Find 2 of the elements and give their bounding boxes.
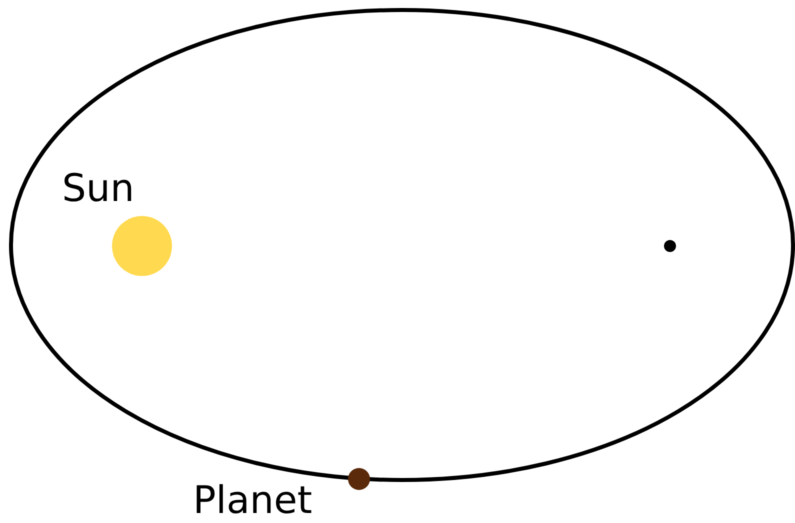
sun-label: Sun (62, 166, 134, 210)
planet-label: Planet (193, 478, 312, 522)
